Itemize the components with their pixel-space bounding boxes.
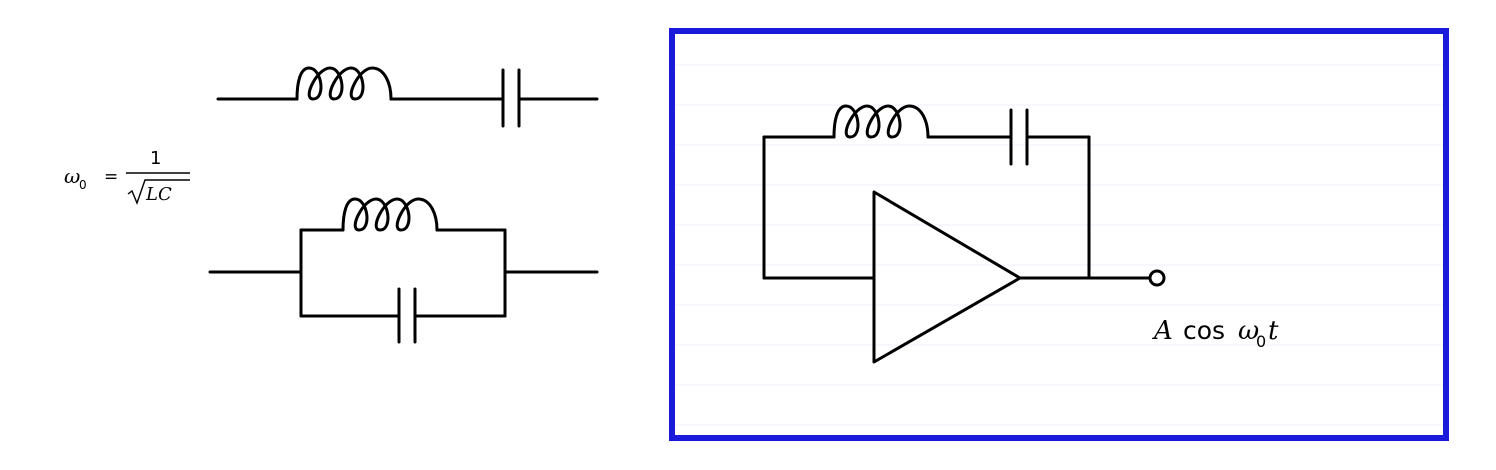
oscillator-frame-grid <box>675 64 1445 426</box>
formula-omega-subscript: 0 <box>79 178 87 192</box>
parallel-lc-circuit <box>208 197 599 344</box>
series-lc-circuit <box>216 66 599 128</box>
output-signal-label: A cos ω 0 t <box>1152 316 1279 351</box>
series-lc-inductor <box>295 66 393 101</box>
output-time-variable: t <box>1268 316 1279 346</box>
output-omega-subscript: 0 <box>1256 332 1266 351</box>
oscillator-frame-border <box>669 28 1449 441</box>
output-omega: ω <box>1238 316 1259 346</box>
oscillator-circuit <box>762 104 1166 364</box>
resonance-frequency-formula: ω 0 = 1 LC <box>64 148 190 205</box>
output-cos: cos <box>1183 316 1225 345</box>
formula-numerator: 1 <box>150 148 161 169</box>
formula-denominator: LC <box>145 184 172 205</box>
feedback-inductor <box>832 104 930 139</box>
formula-equals-sign: = <box>104 167 118 187</box>
amplifier-triangle <box>872 190 1022 364</box>
formula-omega-symbol: ω <box>64 164 80 188</box>
output-terminal <box>1148 269 1166 287</box>
output-amplitude: A <box>1152 316 1173 346</box>
formula-sqrt-sign <box>127 179 190 205</box>
parallel-lc-inductor <box>341 197 439 232</box>
